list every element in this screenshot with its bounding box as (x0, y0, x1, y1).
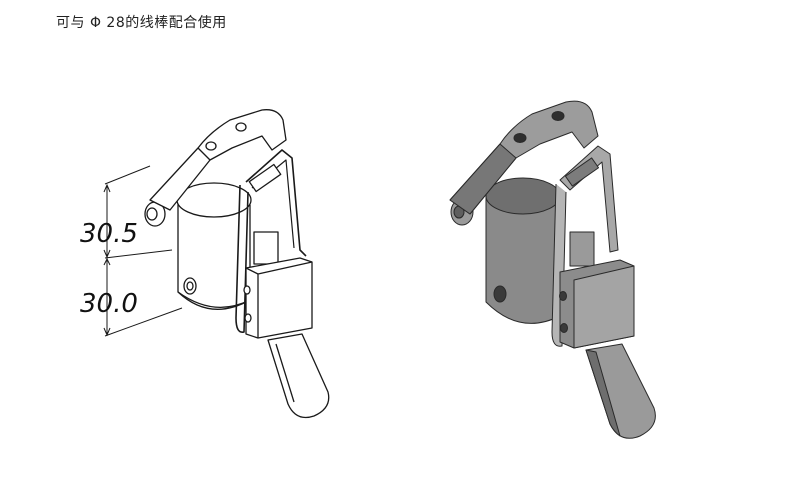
line-drawing-clamp (144, 109, 330, 419)
dimension-lower-label: 30.0 (80, 289, 138, 319)
caption-text: 可与 Φ 28的线棒配合使用 (56, 15, 227, 31)
shaded-render-clamp (449, 100, 656, 439)
dimension-lines (103, 165, 183, 337)
dimension-upper-label: 30.5 (80, 219, 138, 249)
